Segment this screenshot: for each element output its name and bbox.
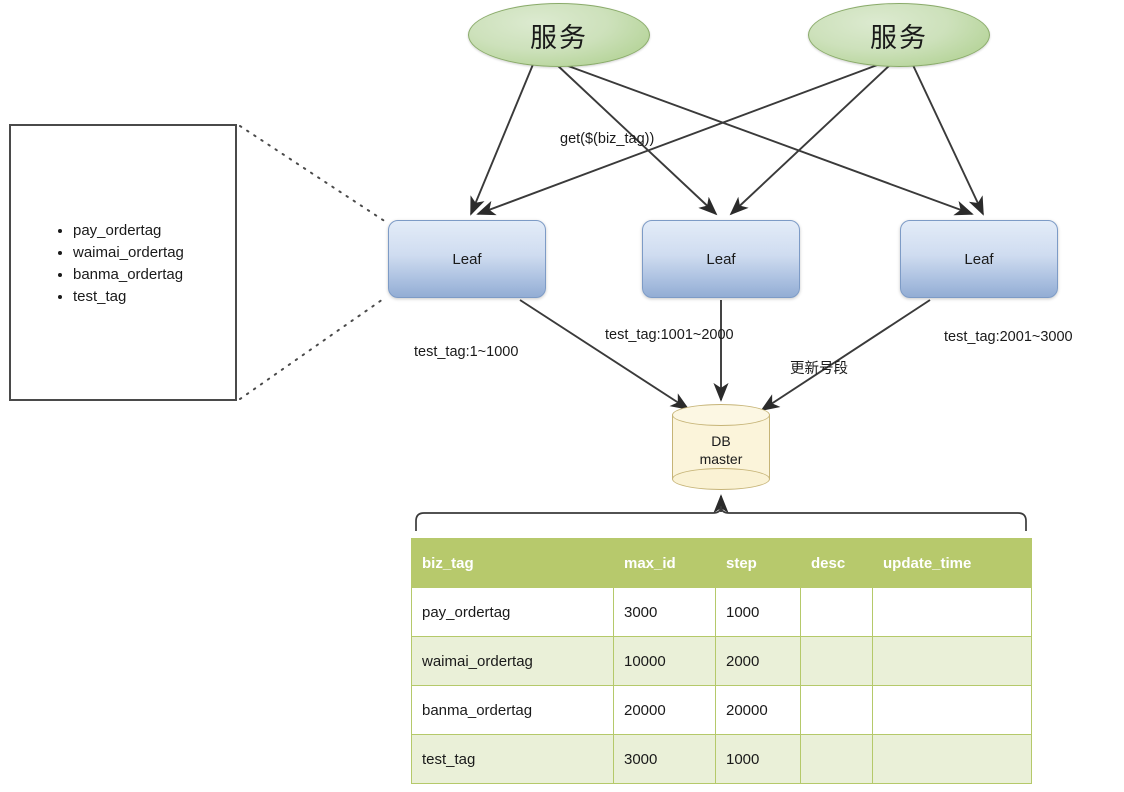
service-node-left[interactable]: 服务	[468, 3, 650, 67]
cell-update-time	[872, 734, 1032, 784]
service-node-right[interactable]: 服务	[808, 3, 990, 67]
edge-service-b-to-leaf-1	[476, 63, 881, 216]
table-row: waimai_ordertag 10000 2000	[411, 636, 1032, 686]
cell-max-id: 3000	[613, 734, 716, 784]
table-row: pay_ordertag 3000 1000	[411, 587, 1032, 637]
leaf-alloc-table: biz_tag max_id step desc update_time pay…	[411, 538, 1032, 784]
table-row: test_tag 3000 1000	[411, 734, 1032, 784]
list-item: test_tag	[73, 286, 184, 308]
leaf-node-2[interactable]: Leaf	[642, 220, 800, 298]
table-header-row: biz_tag max_id step desc update_time	[411, 538, 1032, 588]
table-row: banma_ordertag 20000 20000	[411, 685, 1032, 735]
list-item: banma_ordertag	[73, 264, 184, 286]
edge-label-range-left: test_tag:1~1000	[414, 344, 519, 360]
list-item: pay_ordertag	[73, 220, 184, 242]
cell-biz-tag: test_tag	[411, 734, 614, 784]
column-header-step: step	[715, 538, 801, 588]
cell-update-time	[872, 587, 1032, 637]
column-header-update-time: update_time	[872, 538, 1032, 588]
cell-max-id: 10000	[613, 636, 716, 686]
database-label-line2: master	[699, 451, 743, 467]
edge-label-update-segment: 更新号段	[790, 361, 848, 377]
leaf-node-1[interactable]: Leaf	[388, 220, 546, 298]
biz-tag-list: pay_ordertag waimai_ordertag banma_order…	[53, 220, 184, 308]
cell-step: 1000	[715, 587, 801, 637]
cell-desc	[800, 587, 873, 637]
cell-desc	[800, 636, 873, 686]
cylinder-bottom	[672, 468, 770, 490]
column-header-biz-tag: biz_tag	[411, 538, 614, 588]
leaf-node-label: Leaf	[452, 250, 482, 268]
edge-service-a-to-leaf-2	[555, 63, 718, 216]
callout-line-top	[239, 125, 387, 223]
edge-leaf-3-to-db	[760, 299, 931, 412]
cell-step: 2000	[715, 636, 801, 686]
database-node[interactable]: DB master	[672, 404, 770, 490]
cell-step: 20000	[715, 685, 801, 735]
column-header-desc: desc	[800, 538, 873, 588]
column-header-max-id: max_id	[613, 538, 716, 588]
callout-line-bottom	[239, 296, 387, 400]
edge-service-a-to-leaf-3	[559, 62, 974, 216]
cell-max-id: 3000	[613, 587, 716, 637]
edge-label-range-middle: test_tag:1001~2000	[605, 327, 734, 343]
edge-service-b-to-leaf-2	[729, 64, 891, 216]
cell-max-id: 20000	[613, 685, 716, 735]
cell-biz-tag: banma_ordertag	[411, 685, 614, 735]
cell-update-time	[872, 636, 1032, 686]
biz-tag-callout-box: pay_ordertag waimai_ordertag banma_order…	[9, 124, 237, 401]
leaf-node-label: Leaf	[706, 250, 736, 268]
cell-biz-tag: pay_ordertag	[411, 587, 614, 637]
cylinder-top	[672, 404, 770, 426]
cell-desc	[800, 734, 873, 784]
edge-service-b-to-leaf-3	[911, 62, 984, 216]
cell-update-time	[872, 685, 1032, 735]
edge-label-range-right: test_tag:2001~3000	[944, 329, 1073, 345]
edge-service-a-to-leaf-1	[470, 61, 535, 216]
table-brace	[415, 505, 1027, 531]
leaf-node-3[interactable]: Leaf	[900, 220, 1058, 298]
service-label: 服务	[530, 22, 588, 54]
edge-label-get-call: get($(biz_tag))	[560, 131, 655, 147]
leaf-node-label: Leaf	[964, 250, 994, 268]
edge-leaf-1-to-db	[519, 299, 690, 411]
cell-step: 1000	[715, 734, 801, 784]
cell-desc	[800, 685, 873, 735]
cell-biz-tag: waimai_ordertag	[411, 636, 614, 686]
database-label-line1: DB	[711, 433, 731, 449]
list-item: waimai_ordertag	[73, 242, 184, 264]
database-label: DB master	[672, 432, 770, 468]
service-label: 服务	[870, 22, 928, 54]
